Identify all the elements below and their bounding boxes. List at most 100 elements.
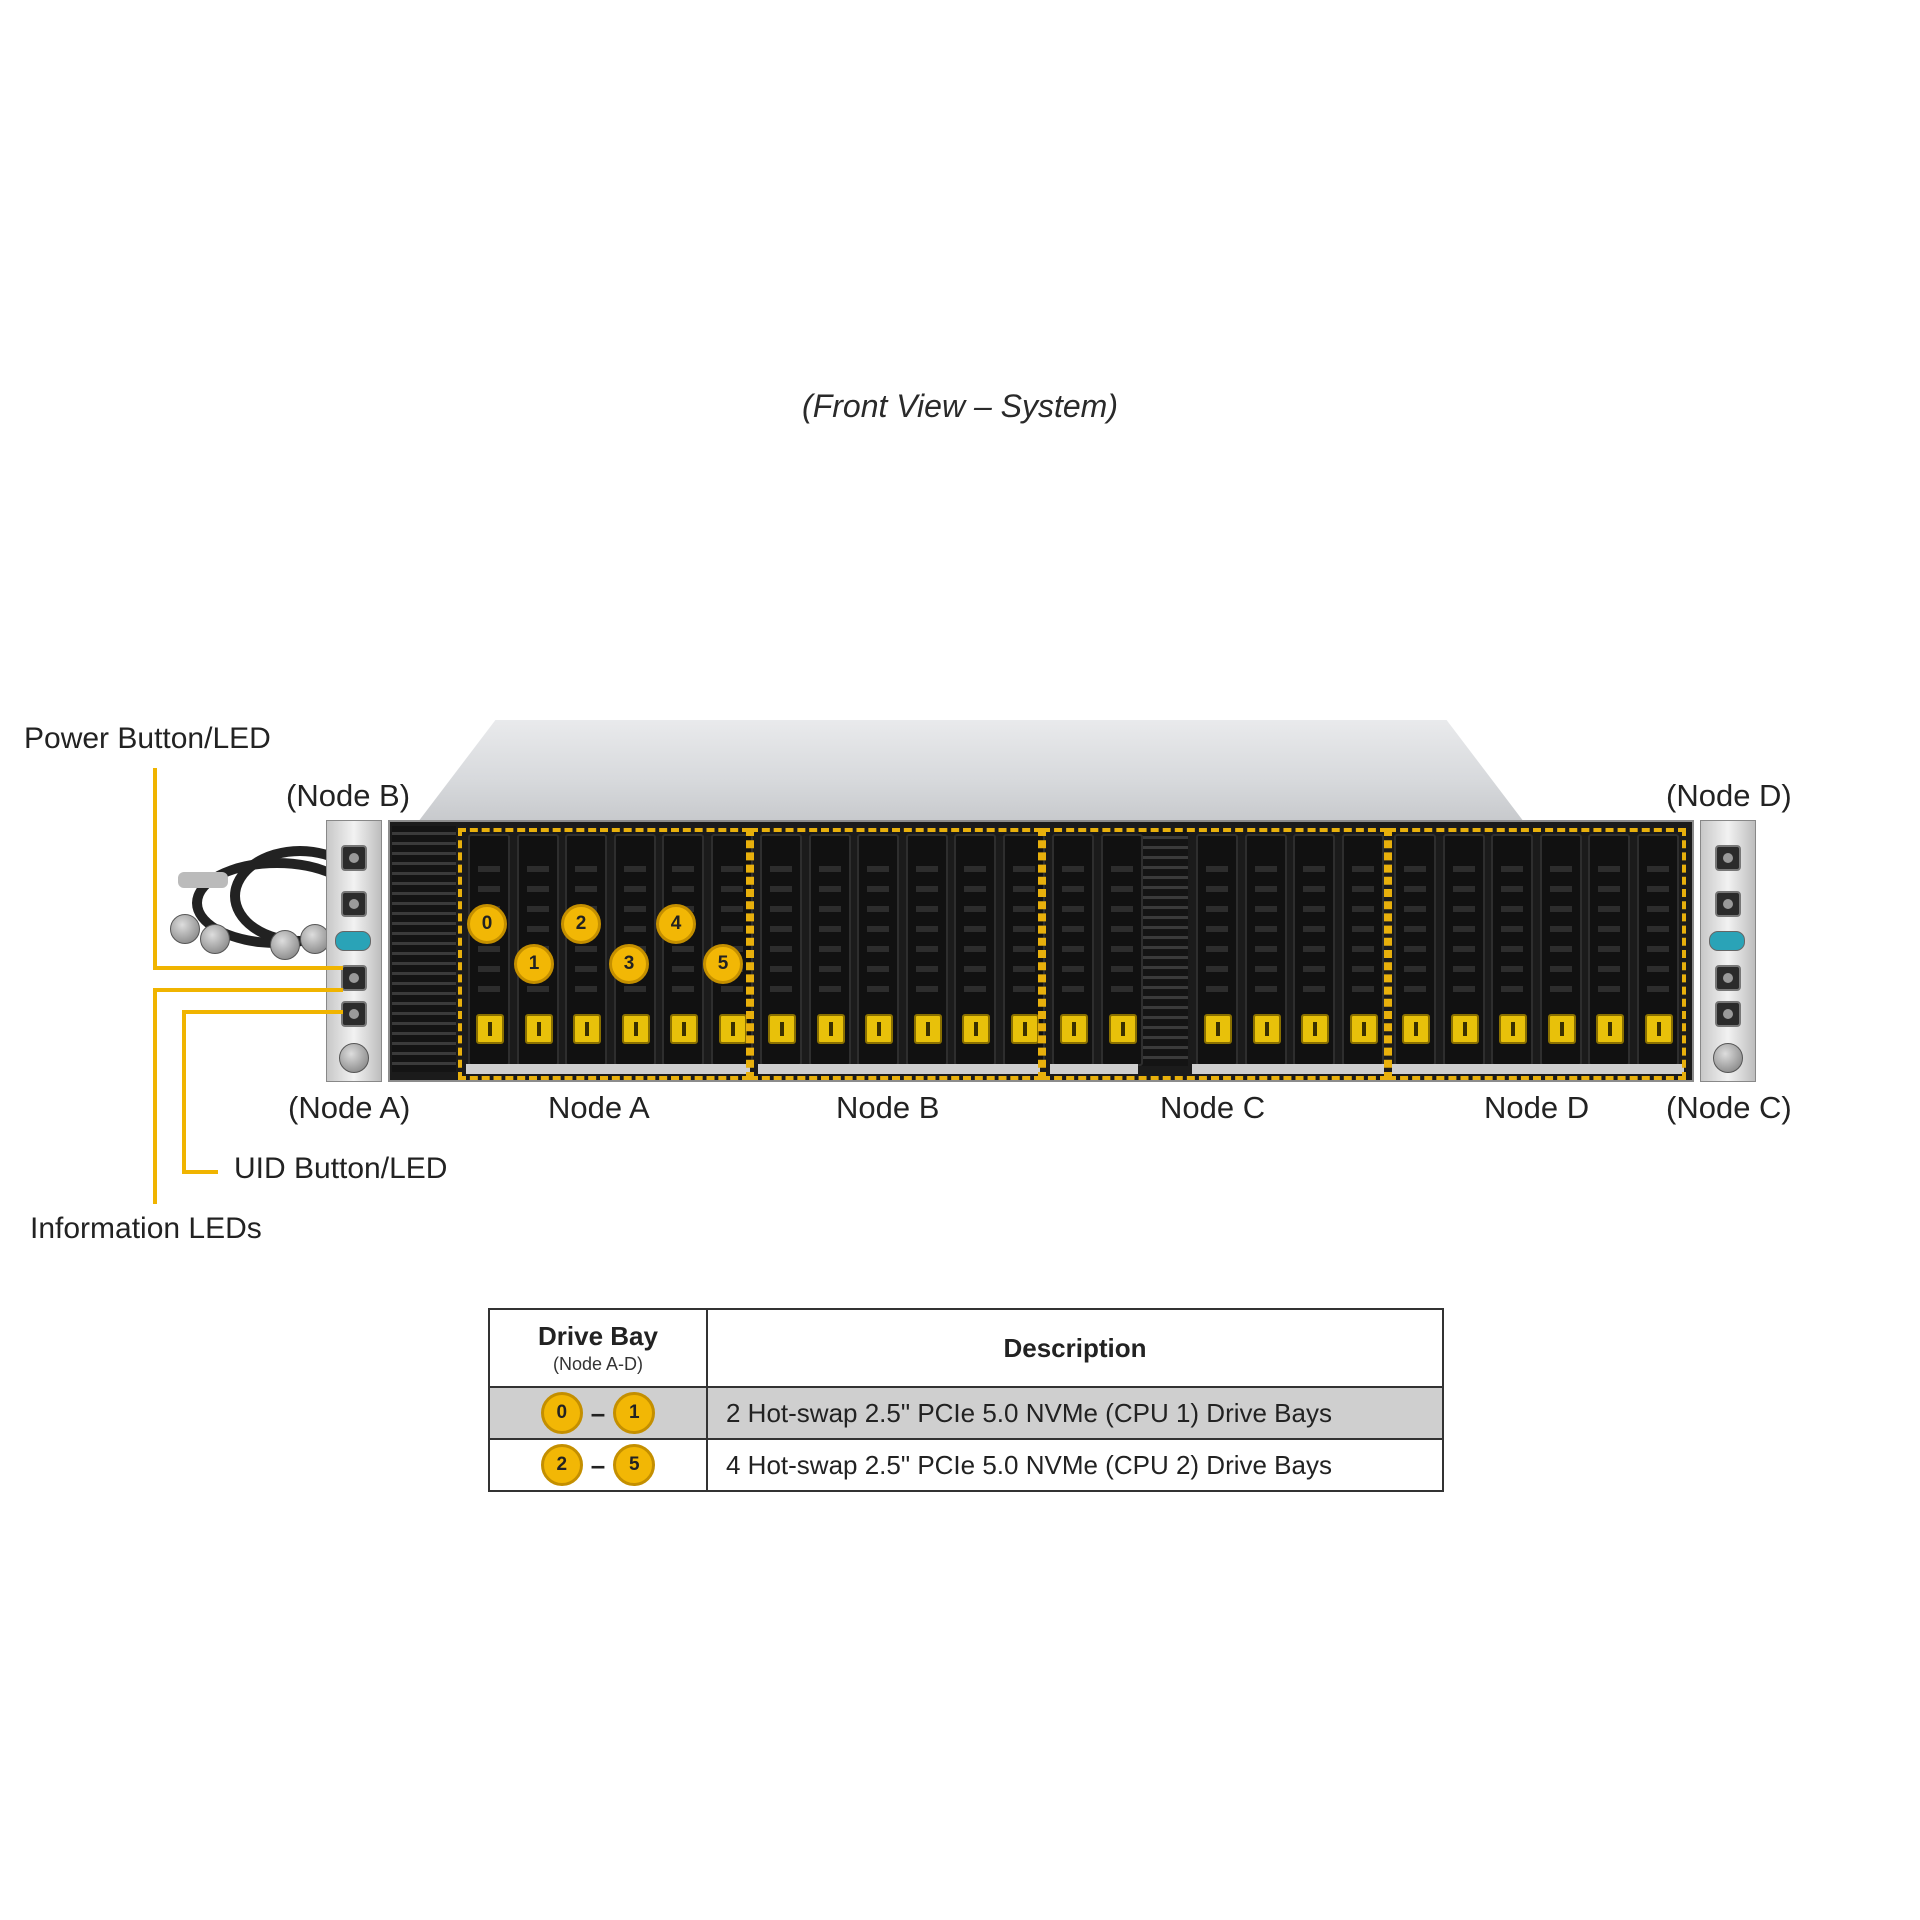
cable-connector <box>270 930 300 960</box>
drive-release-latch[interactable] <box>1547 1014 1576 1044</box>
drive-bay-carrier[interactable] <box>1341 834 1384 1066</box>
drive-bay-badge: 1 <box>613 1392 656 1434</box>
node-c-region <box>1042 828 1388 1080</box>
drive-release-latch[interactable] <box>1499 1014 1527 1044</box>
cable-connector <box>170 914 200 944</box>
drive-bay-carrier[interactable] <box>1100 834 1143 1066</box>
power-leader-line <box>153 768 157 970</box>
bay-label-strip <box>1192 1064 1384 1074</box>
drive-bay-carrier[interactable] <box>1636 834 1679 1066</box>
figure-title: (Front View – System) <box>802 388 1118 424</box>
drive-release-latch[interactable] <box>1252 1014 1281 1044</box>
drive-release-latch[interactable] <box>913 1014 942 1044</box>
node-b-uid-button[interactable] <box>341 891 367 917</box>
drive-release-latch[interactable] <box>962 1014 990 1044</box>
drive-bay-carrier[interactable] <box>1491 834 1533 1066</box>
drive-release-latch[interactable] <box>718 1014 747 1044</box>
drive-bay-badge: 0 <box>467 904 507 944</box>
drive-release-latch[interactable] <box>1450 1014 1479 1044</box>
drive-release-latch[interactable] <box>1349 1014 1378 1044</box>
node-d-label: Node D <box>1484 1090 1590 1125</box>
bay-label-strip <box>1392 1064 1684 1074</box>
drive-release-latch[interactable] <box>524 1014 553 1044</box>
drive-bay-badge: 3 <box>609 944 649 984</box>
uid-leader-line <box>182 1010 186 1174</box>
node-c-ear-label: (Node C) <box>1666 1090 1792 1125</box>
drive-bay-carrier[interactable] <box>1539 834 1582 1066</box>
drive-release-latch[interactable] <box>816 1014 845 1044</box>
drive-bay-carrier[interactable] <box>905 834 948 1066</box>
drive-bay-badge: 5 <box>703 944 743 984</box>
left-vent <box>392 826 456 1072</box>
drive-bay-carrier[interactable] <box>1002 834 1045 1066</box>
thumbscrew-icon <box>1713 1043 1743 1073</box>
drive-release-latch[interactable] <box>476 1014 504 1044</box>
information-leds-callout: Information LEDs <box>30 1212 262 1245</box>
bay-label-strip <box>466 1064 750 1074</box>
description-header: Description <box>706 1308 1444 1388</box>
drive-bay-carrier[interactable] <box>1293 834 1335 1066</box>
node-a-region <box>458 828 750 1080</box>
drive-bay-range: 0–1 <box>488 1386 708 1440</box>
node-b-label: Node B <box>836 1090 940 1125</box>
drive-bay-carrier[interactable] <box>662 834 704 1066</box>
drive-release-latch[interactable] <box>1060 1014 1088 1044</box>
drive-release-latch[interactable] <box>865 1014 893 1044</box>
drive-bay-description: 4 Hot-swap 2.5" PCIe 5.0 NVMe (CPU 2) Dr… <box>706 1438 1444 1492</box>
drive-bay-carrier[interactable] <box>1394 834 1436 1066</box>
drive-release-latch[interactable] <box>1108 1014 1137 1044</box>
node-a-uid-button[interactable] <box>341 1001 367 1027</box>
drive-bay-header: Drive Bay (Node A-D) <box>488 1308 708 1388</box>
cable-connector <box>200 924 230 954</box>
drive-release-latch[interactable] <box>1010 1014 1039 1044</box>
node-b-power-button[interactable] <box>341 845 367 871</box>
info-leader-line <box>153 988 343 992</box>
drive-release-latch[interactable] <box>670 1014 698 1044</box>
power-leader-line <box>153 966 343 970</box>
drive-bay-carrier[interactable] <box>808 834 851 1066</box>
drive-release-latch[interactable] <box>768 1014 796 1044</box>
drive-release-latch[interactable] <box>1204 1014 1232 1044</box>
node-d-power-button[interactable] <box>1715 845 1741 871</box>
drive-release-latch[interactable] <box>621 1014 650 1044</box>
drive-bay-carrier[interactable] <box>760 834 802 1066</box>
node-d-uid-button[interactable] <box>1715 891 1741 917</box>
power-button-callout: Power Button/LED <box>24 722 271 755</box>
drive-bay-carrier[interactable] <box>1052 834 1094 1066</box>
drive-bay-badge: 2 <box>540 1444 583 1486</box>
uid-leader-line <box>182 1010 343 1014</box>
drive-release-latch[interactable] <box>1644 1014 1673 1044</box>
node-c-power-button[interactable] <box>1715 965 1741 991</box>
drive-bay-carrier[interactable] <box>468 834 510 1066</box>
drive-bay-carrier[interactable] <box>1442 834 1485 1066</box>
node-a-label: Node A <box>548 1090 650 1125</box>
node-a-power-button[interactable] <box>341 965 367 991</box>
chassis-top-cover <box>418 720 1524 822</box>
drive-release-latch[interactable] <box>1402 1014 1430 1044</box>
drive-bay-header-title: Drive Bay <box>538 1321 658 1351</box>
uid-button-callout: UID Button/LED <box>234 1152 448 1185</box>
drive-bay-carrier[interactable] <box>954 834 996 1066</box>
drive-bay-badge: 5 <box>613 1444 656 1486</box>
left-control-ear <box>326 820 382 1082</box>
supermicro-logo-icon <box>335 931 371 951</box>
drive-bay-badge: 1 <box>514 944 554 984</box>
table-row: 0–1 2 Hot-swap 2.5" PCIe 5.0 NVMe (CPU 1… <box>488 1386 1444 1440</box>
drive-bay-badge: 4 <box>656 904 696 944</box>
center-vent <box>1138 830 1188 1066</box>
drive-release-latch[interactable] <box>1301 1014 1329 1044</box>
bay-label-strip <box>758 1064 1040 1074</box>
supermicro-logo-icon <box>1709 931 1745 951</box>
drive-bay-carrier[interactable] <box>1196 834 1238 1066</box>
drive-bay-carrier[interactable] <box>857 834 899 1066</box>
drive-release-latch[interactable] <box>1596 1014 1624 1044</box>
table-row: 2–5 4 Hot-swap 2.5" PCIe 5.0 NVMe (CPU 2… <box>488 1438 1444 1492</box>
drive-bay-table: Drive Bay (Node A-D) Description 0–1 2 H… <box>488 1308 1444 1492</box>
drive-release-latch[interactable] <box>573 1014 601 1044</box>
node-d-ear-label: (Node D) <box>1666 778 1792 813</box>
drive-bay-carrier[interactable] <box>1588 834 1630 1066</box>
node-c-uid-button[interactable] <box>1715 1001 1741 1027</box>
node-c-label: Node C <box>1160 1090 1266 1125</box>
node-d-region <box>1388 828 1686 1080</box>
drive-bay-carrier[interactable] <box>1244 834 1287 1066</box>
